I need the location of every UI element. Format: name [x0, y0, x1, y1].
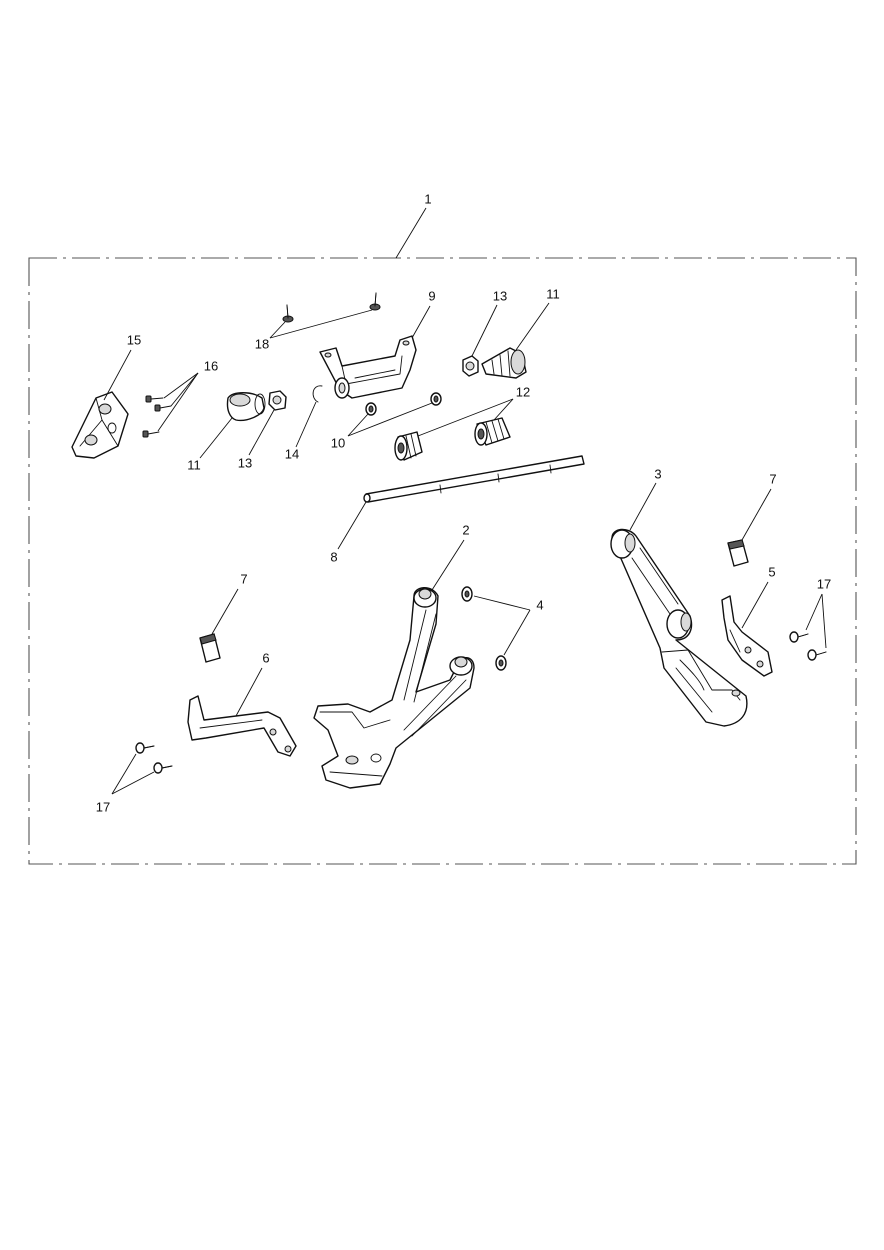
leader-16a [163, 372, 199, 399]
leader-11b [515, 302, 550, 351]
leader-11a [199, 417, 233, 459]
leader-6 [235, 667, 263, 717]
leader-13a [248, 409, 275, 456]
part-17-left-screws [135, 742, 173, 774]
leader-15 [103, 349, 132, 401]
leader-18 [269, 309, 373, 339]
callout-10: 10 [331, 435, 345, 450]
leader-5 [741, 581, 769, 629]
part-18-bolts [282, 292, 381, 323]
leader-16b [170, 372, 199, 407]
callout-7-right: 7 [769, 471, 776, 486]
leader-1 [395, 207, 427, 259]
leader-17a1 [111, 753, 137, 795]
leader-8 [337, 501, 367, 550]
part-2-left-hanger [313, 587, 475, 789]
part-7-right-pad [727, 539, 749, 567]
callout-6: 6 [262, 650, 269, 665]
part-10-bushings [365, 392, 442, 416]
leader-14 [295, 401, 317, 448]
callout-1: 1 [424, 191, 431, 206]
kit-boundary-frame [28, 257, 857, 865]
leader-17b2 [821, 593, 827, 649]
leader-2 [431, 539, 465, 591]
leader-12b [493, 398, 514, 421]
leader-4b [503, 609, 531, 656]
callout-5: 5 [768, 564, 775, 579]
leader-18b [269, 321, 286, 339]
callout-13-right: 13 [493, 288, 507, 303]
part-4-washers [461, 586, 507, 671]
leader-10a [347, 413, 369, 437]
part-3-right-hanger [610, 528, 748, 727]
callout-17-left: 17 [96, 799, 110, 814]
leader-7a [211, 588, 239, 635]
callout-18: 18 [255, 336, 269, 351]
callout-9: 9 [428, 288, 435, 303]
part-9-bracket [319, 335, 417, 399]
leader-4a [473, 595, 531, 611]
callout-11-left: 11 [187, 457, 201, 472]
part-12-grommets [394, 417, 511, 461]
leader-17a2 [111, 771, 155, 795]
part-13-right-nut [462, 355, 479, 377]
part-13-left-nut [268, 390, 287, 411]
leader-3 [629, 482, 657, 531]
part-16-screws [142, 395, 172, 438]
callout-3: 3 [654, 466, 661, 481]
part-11-right-knob [481, 347, 527, 379]
leader-12a [417, 398, 514, 437]
part-15-housing [71, 391, 129, 459]
callout-7-left: 7 [240, 571, 247, 586]
callout-15: 15 [127, 332, 141, 347]
callout-11-right: 11 [546, 286, 560, 301]
leader-17b1 [805, 593, 823, 631]
callout-12: 12 [516, 384, 530, 399]
leader-7b [741, 488, 772, 541]
callout-2: 2 [462, 522, 469, 537]
part-7-left-pad [199, 633, 221, 663]
part-5-right-plate [721, 595, 773, 677]
leader-9 [411, 305, 431, 339]
callout-13-left: 13 [238, 455, 252, 470]
part-14-circlip [312, 385, 323, 403]
leader-13b [471, 304, 498, 357]
callout-16: 16 [204, 358, 218, 373]
callout-17-right: 17 [817, 576, 831, 591]
leader-16c [157, 372, 199, 432]
part-6-left-plate [187, 695, 297, 757]
callout-4: 4 [536, 597, 543, 612]
part-17-right-screws [789, 631, 827, 661]
part-11-left-knob [226, 392, 266, 422]
callout-14: 14 [285, 446, 299, 461]
leader-10b [347, 402, 433, 437]
part-8-shaft [363, 455, 585, 503]
callout-8: 8 [330, 549, 337, 564]
